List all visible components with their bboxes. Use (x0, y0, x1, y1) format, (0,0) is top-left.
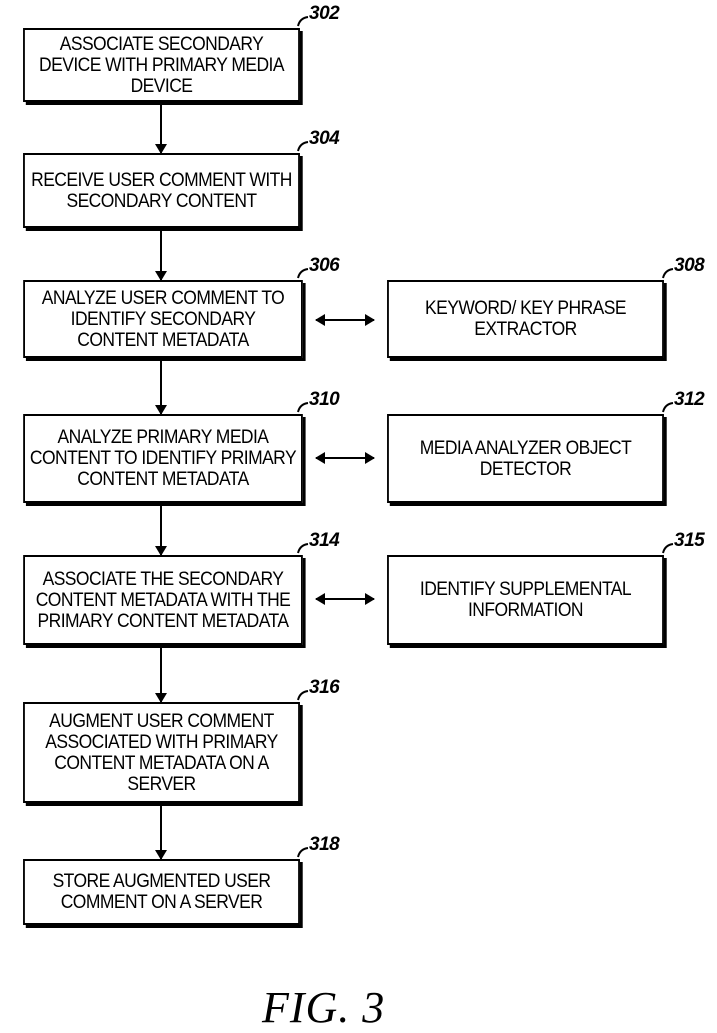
step-304-text: RECEIVE USER COMMENT WITH SECONDARY CONT… (31, 169, 292, 212)
ref-310: 310 (309, 389, 340, 410)
ref-302: 302 (309, 3, 340, 24)
module-308-box: KEYWORD/ KEY PHRASE EXTRACTOR (387, 280, 664, 358)
ref-314: 314 (309, 530, 340, 551)
ref-316: 316 (309, 677, 340, 698)
step-316-box: AUGMENT USER COMMENT ASSOCIATED WITH PRI… (23, 702, 300, 803)
module-312-box: MEDIA ANALYZER OBJECT DETECTOR (387, 414, 664, 503)
step-314-box: ASSOCIATE THE SECONDARY CONTENT METADATA… (23, 555, 303, 645)
step-318-text: STORE AUGMENTED USER COMMENT ON A SERVER (52, 871, 271, 913)
ref-306: 306 (309, 255, 340, 276)
step-304-box: RECEIVE USER COMMENT WITH SECONDARY CONT… (23, 153, 300, 228)
leader-314 (297, 543, 309, 554)
figure-caption: FIG. 3 (262, 983, 386, 1032)
step-306-box: ANALYZE USER COMMENT TO IDENTIFY SECONDA… (23, 280, 303, 358)
leader-306 (297, 268, 309, 279)
step-318-box: STORE AUGMENTED USER COMMENT ON A SERVER (23, 859, 300, 925)
leader-310 (297, 402, 309, 413)
step-316-text: AUGMENT USER COMMENT ASSOCIATED WITH PRI… (45, 710, 278, 795)
step-302-box: ASSOCIATE SECONDARY DEVICE WITH PRIMARY … (23, 28, 300, 102)
ref-304: 304 (309, 128, 340, 149)
step-310-text: ANALYZE PRIMARY MEDIA CONTENT TO IDENTIF… (29, 427, 297, 490)
module-308-text: KEYWORD/ KEY PHRASE EXTRACTOR (425, 298, 627, 340)
ref-315: 315 (674, 530, 705, 551)
ref-318: 318 (309, 834, 340, 855)
module-312-text: MEDIA ANALYZER OBJECT DETECTOR (419, 437, 632, 480)
step-306-text: ANALYZE USER COMMENT TO IDENTIFY SECONDA… (41, 287, 285, 351)
ref-312: 312 (674, 389, 705, 410)
leader-302 (297, 16, 309, 27)
step-310-box: ANALYZE PRIMARY MEDIA CONTENT TO IDENTIF… (23, 414, 303, 503)
leader-304 (297, 141, 309, 152)
module-315-text: IDENTIFY SUPPLEMENTAL INFORMATION (419, 579, 632, 621)
step-302-text: ASSOCIATE SECONDARY DEVICE WITH PRIMARY … (39, 33, 284, 97)
leader-316 (297, 690, 309, 701)
module-315-box: IDENTIFY SUPPLEMENTAL INFORMATION (387, 555, 664, 645)
leader-312 (662, 402, 674, 413)
leader-318 (297, 847, 309, 858)
step-314-text: ASSOCIATE THE SECONDARY CONTENT METADATA… (35, 568, 291, 632)
ref-308: 308 (674, 255, 705, 276)
leader-315 (662, 543, 674, 554)
leader-308 (662, 268, 674, 279)
